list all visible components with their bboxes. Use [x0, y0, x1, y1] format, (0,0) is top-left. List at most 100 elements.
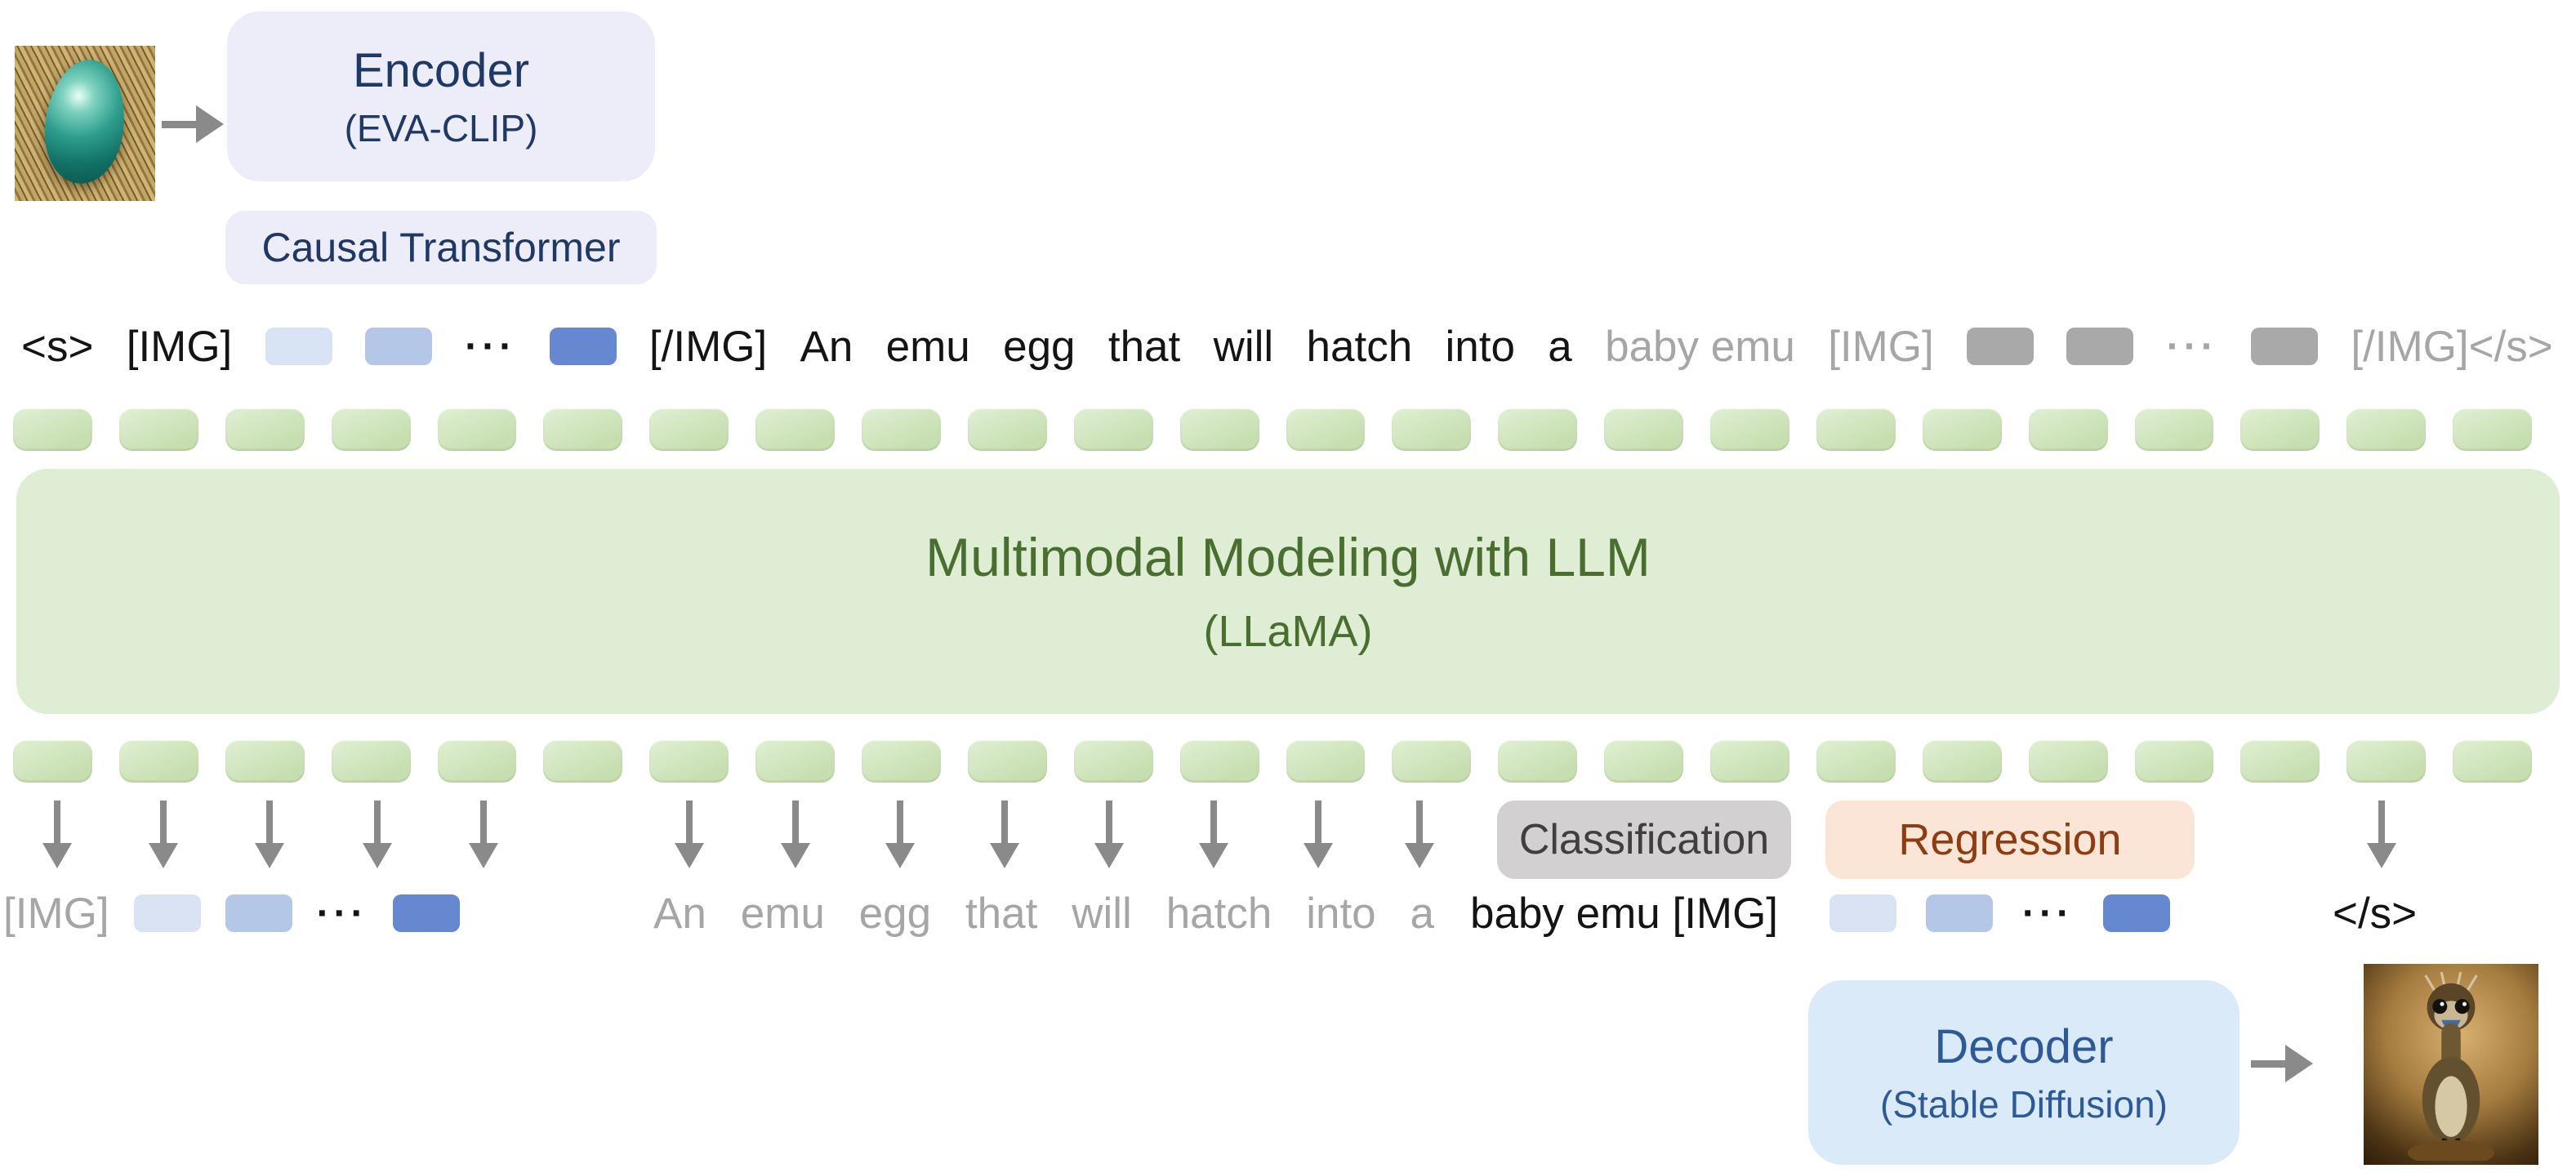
- embedding-pill: [225, 408, 305, 451]
- token: [IMG]: [126, 322, 233, 371]
- llm-box: Multimodal Modeling with LLM (LLaMA): [16, 469, 2560, 714]
- down-arrow-icon: [255, 801, 284, 869]
- token: that: [1108, 322, 1181, 371]
- embedding-pill: [755, 740, 835, 783]
- decoder-title: Decoder: [1934, 1019, 2114, 1073]
- embedding-pill: [1498, 408, 1578, 451]
- token: will: [1213, 322, 1274, 371]
- token: [IMG]: [3, 889, 109, 938]
- predicted-text: baby emu [IMG]: [1470, 889, 1779, 938]
- token: [2102, 894, 2170, 932]
- decoder-subtitle: (Stable Diffusion): [1880, 1082, 2168, 1126]
- embedding-pill: [1816, 740, 1896, 783]
- classification-label: Classification: [1518, 816, 1770, 863]
- embedding-pill: [2453, 408, 2532, 451]
- embedding-row-input: [13, 408, 2532, 451]
- right-arrow-icon: [2251, 1039, 2315, 1088]
- regression-label: Regression: [1898, 815, 2122, 864]
- output-image: [2364, 964, 2538, 1165]
- baby-emu-graphic: [2408, 971, 2494, 1162]
- embedding-pill: [1498, 740, 1578, 783]
- token: [265, 328, 332, 365]
- token: ···: [316, 891, 368, 935]
- down-arrow-icon: [675, 801, 704, 869]
- embedding-pill: [2028, 740, 2108, 783]
- token: [225, 894, 292, 932]
- embedding-pill: [2346, 408, 2427, 451]
- llm-title: Multimodal Modeling with LLM: [925, 527, 1651, 587]
- token: [1829, 894, 1896, 932]
- embedding-pill: [755, 408, 835, 451]
- embedding-pill: [437, 408, 517, 451]
- embedding-pill: [225, 740, 305, 783]
- embedding-pill: [1286, 408, 1366, 451]
- encoder-box: Encoder (EVA-CLIP): [227, 11, 655, 181]
- encoder-title: Encoder: [352, 43, 530, 97]
- embedding-pill: [2346, 740, 2427, 783]
- embedding-pill: [13, 408, 92, 451]
- embedding-row-output: [13, 740, 2532, 783]
- embedding-pill: [967, 740, 1047, 783]
- embedding-pill: [1179, 408, 1259, 451]
- embedding-pill: [649, 740, 729, 783]
- embedding-pill: [543, 408, 623, 451]
- token: ···: [465, 324, 517, 368]
- token: [2066, 328, 2134, 365]
- embedding-pill: [1710, 408, 1789, 451]
- embedding-pill: [967, 408, 1047, 451]
- embedding-pill: [1604, 740, 1683, 783]
- emu-egg-graphic: [38, 55, 132, 189]
- down-arrow-icon: [1304, 801, 1333, 869]
- embedding-pill: [1073, 408, 1153, 451]
- token: a: [1410, 889, 1434, 938]
- down-arrow-icon: [149, 801, 178, 869]
- token: hatch: [1306, 322, 1413, 371]
- end-token: </s>: [2333, 889, 2418, 938]
- token: [1926, 894, 1993, 932]
- down-arrow-icon: [42, 801, 72, 869]
- right-arrow-icon: [162, 100, 225, 149]
- token: ···: [2022, 891, 2074, 935]
- classification-box: Classification: [1497, 801, 1791, 879]
- token: egg: [858, 889, 932, 938]
- token: into: [1306, 889, 1376, 938]
- embedding-pill: [1179, 740, 1259, 783]
- down-arrow-icon: [1094, 801, 1124, 869]
- embedding-pill: [1073, 740, 1153, 783]
- token: [2251, 328, 2319, 365]
- causal-transformer-box: Causal Transformer: [225, 211, 657, 284]
- down-arrow-icon: [363, 801, 392, 869]
- embedding-pill: [1392, 408, 1472, 451]
- embedding-pill: [2240, 408, 2320, 451]
- token: <s>: [21, 322, 94, 371]
- embedding-pill: [862, 740, 941, 783]
- embedding-pill: [862, 408, 941, 451]
- embedding-pill: [2453, 740, 2532, 783]
- down-arrow-icon: [885, 801, 915, 869]
- token: into: [1445, 322, 1515, 371]
- regression-box: Regression: [1825, 801, 2195, 879]
- token: egg: [1003, 322, 1076, 371]
- token: [/IMG]</s>: [2351, 322, 2553, 371]
- embedding-pill: [1922, 740, 2002, 783]
- embedding-pill: [543, 740, 623, 783]
- token: emu: [740, 889, 825, 938]
- embedding-pill: [2134, 740, 2214, 783]
- embedding-pill: [331, 408, 411, 451]
- token: [1967, 328, 2035, 365]
- token: An: [653, 889, 706, 938]
- llm-subtitle: (LLaMA): [1203, 607, 1373, 656]
- down-arrow-icon: [469, 801, 498, 869]
- embedding-pill: [2028, 408, 2108, 451]
- embedding-pill: [437, 740, 517, 783]
- embedding-pill: [1710, 740, 1789, 783]
- decoder-box: Decoder (Stable Diffusion): [1808, 980, 2240, 1165]
- embedding-pill: [1286, 740, 1366, 783]
- token: An: [800, 322, 853, 371]
- embedding-pill: [13, 740, 92, 783]
- token: [133, 894, 201, 932]
- down-arrow-icon: [1405, 801, 1434, 869]
- embedding-pill: [1392, 740, 1472, 783]
- token: [IMG]: [1828, 322, 1934, 371]
